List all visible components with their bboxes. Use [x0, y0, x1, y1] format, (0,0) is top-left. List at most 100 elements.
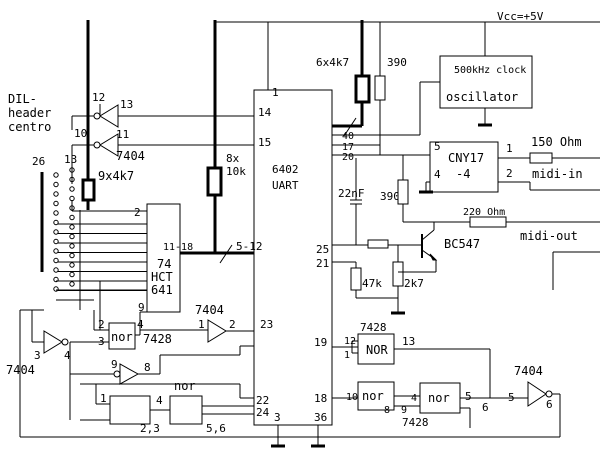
uart-name-1: 6402	[272, 163, 299, 176]
uart-pin-17: 17	[342, 142, 354, 153]
resistor-47k-label: 47k	[362, 277, 382, 290]
oscillator-line-2: oscillator	[446, 90, 518, 104]
nor2-pin-4: 4	[156, 394, 163, 407]
nor3-pin-12: 12	[344, 336, 356, 347]
transistor-stage: 22nF 390 220 Ohm midi-out BC547 47k 2k7	[332, 155, 600, 315]
connector-pin	[53, 257, 59, 264]
hct-74hct641: 74 HCT 641 2 9 11-18	[58, 203, 193, 330]
dil-header-connector: DIL- header centro 26 13	[8, 92, 77, 292]
connector-pin-26: 26	[32, 155, 45, 168]
nor3-chip: 7428	[360, 321, 387, 334]
optocoupler-cny17: CNY17 -4 5 4 1 2 150 Ohm midi-in	[419, 135, 600, 194]
inv-right-in: 5	[508, 391, 515, 404]
hct-pin-11-18: 11-18	[163, 242, 193, 253]
resistor-390-upper-label: 390	[387, 56, 407, 69]
nor5-pin-5: 5	[465, 390, 472, 403]
inv-left-out: 4	[64, 349, 71, 362]
connector-pin	[69, 243, 75, 249]
inv-top-chip: 7404	[116, 149, 145, 163]
inverter-bottom: 9 8	[70, 345, 254, 385]
inv-right-out: 6	[546, 398, 553, 411]
midi-out-label: midi-out	[520, 229, 578, 243]
inv-right-chip: 7404	[514, 364, 543, 378]
inv-bot-out: 8	[144, 361, 151, 374]
inv-mid-out: 2	[229, 318, 236, 331]
uart-pin-20: 20	[342, 152, 354, 163]
uart-pin-24: 24	[256, 406, 270, 419]
nor2-pins-b: 5,6	[206, 422, 226, 435]
resistor-6x4k7-label: 6x4k7	[316, 56, 349, 69]
nor-gate-4: nor 10 8 4 9	[332, 381, 420, 416]
resistor-2k7-label: 2k7	[404, 277, 424, 290]
nor-gate-2: 1 4 2,3 nor 5,6	[80, 379, 254, 435]
oscillator-line-1: 500kHz clock	[454, 65, 526, 76]
nor4-pin-4: 4	[411, 393, 417, 404]
nor4-pin-8: 8	[384, 405, 390, 416]
connector-pin	[53, 181, 59, 188]
opto-pin-4: 4	[434, 168, 441, 181]
connector-pin	[69, 262, 75, 268]
connector-pin	[69, 271, 75, 278]
uart-pin-22: 22	[256, 394, 269, 407]
uart-pin-23: 23	[260, 318, 273, 331]
left-loop-wiring	[19, 280, 147, 437]
nor45-chip: 7428	[402, 416, 429, 429]
connector-pin	[53, 286, 59, 292]
nor-gate-1: nor 2 3 4 7428	[70, 310, 172, 350]
connector-title-3: centro	[8, 120, 51, 134]
nor1-pin-2: 2	[98, 318, 105, 331]
nor2-pins-a: 2,3	[140, 422, 160, 435]
connector-pin	[69, 214, 75, 221]
inv-left-in: 3	[34, 349, 41, 362]
opto-line-1: CNY17	[448, 151, 484, 165]
inv-mid-chip: 7404	[195, 303, 224, 317]
hct-pin-2: 2	[134, 206, 141, 219]
inv-mid-in: 1	[198, 318, 205, 331]
nor3-label: NOR	[366, 343, 388, 357]
connector-pin	[53, 219, 59, 226]
connector-pin	[53, 229, 59, 235]
inverter-top-2: 10 11 7404	[74, 127, 254, 163]
vcc-label: Vcc=+5V	[497, 10, 544, 23]
uart-pin-1: 1	[272, 86, 279, 99]
hct-line-3: 641	[151, 283, 173, 297]
uart-pin-18: 18	[314, 392, 327, 405]
connector-pin	[53, 248, 59, 254]
hct-line-1: 74	[157, 257, 171, 271]
inv-top2-out: 11	[116, 128, 129, 141]
uart-pin-21: 21	[316, 257, 329, 270]
uart-pin-3: 3	[274, 411, 281, 424]
data-bus	[180, 244, 254, 264]
vcc-rail: Vcc=+5V	[215, 10, 600, 23]
uart-pin-14: 14	[258, 106, 272, 119]
nor5-label: nor	[428, 391, 450, 405]
uart-pin-19: 19	[314, 336, 327, 349]
inv-bot-in: 9	[111, 358, 118, 371]
nor1-label: nor	[111, 330, 133, 344]
nor2-label: nor	[174, 379, 196, 393]
connector-pin	[53, 191, 59, 197]
uart-6402: 6402 UART 1 14 15 40 17 20 5-12 25 21 23…	[236, 22, 354, 448]
inv-top2-in: 10	[74, 127, 87, 140]
resistor-9x4k7-label: 9x4k7	[98, 169, 134, 183]
resistor-390-lower-label: 390	[380, 190, 400, 203]
uart-pin-25: 25	[316, 243, 329, 256]
resistor-220-label: 220 Ohm	[463, 207, 505, 218]
uart-pin-40: 40	[342, 131, 354, 142]
nor4-pin-9: 9	[401, 405, 407, 416]
inv-top1-out: 13	[120, 98, 133, 111]
resistor-10k-label: 10k	[226, 165, 246, 178]
connector-pin	[53, 238, 59, 245]
nor2-pin-1: 1	[100, 392, 107, 405]
clock-oscillator: 500kHz clock oscillator	[332, 22, 533, 136]
opto-pin-2: 2	[506, 167, 513, 180]
capacitor-label: 22nF	[338, 187, 365, 200]
resistor-array-9x4k7: 9x4k7	[79, 169, 134, 310]
resistor-array-8x10k: 8x 10k	[206, 20, 246, 253]
resistor-390-upper: 390	[374, 22, 407, 155]
inverter-middle: 7404 1 2	[140, 303, 254, 343]
nor1-chip: 7428	[143, 332, 172, 346]
inverter-left: 3 4 7404	[6, 310, 71, 377]
connector-pin	[53, 200, 59, 207]
